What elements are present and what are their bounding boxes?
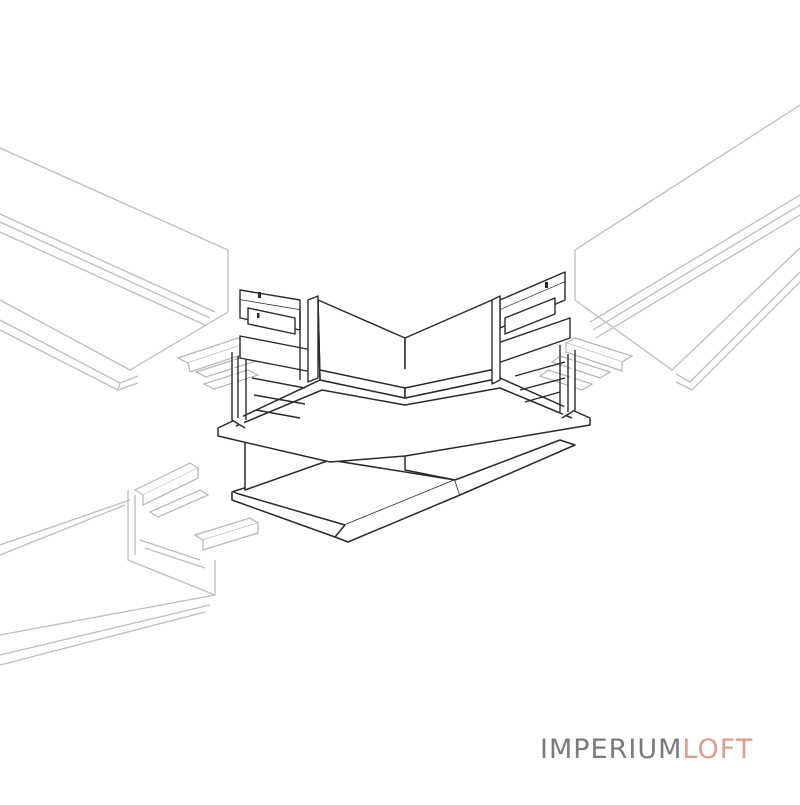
left-track-profile [0, 147, 229, 391]
left-clamp-assembly [231, 289, 319, 429]
brand-watermark: IMPERIUMLOFT [540, 733, 770, 767]
watermark-part2: LOFT [682, 734, 754, 765]
right-track-profile [574, 104, 800, 391]
corner-connector-body [217, 299, 591, 543]
connector-blades-right [538, 337, 634, 391]
bottom-left-track-profile [0, 490, 216, 666]
connector-blades-bottom [133, 462, 260, 551]
right-clamp-assembly [491, 271, 576, 419]
watermark-part1: IMPERIUM [540, 734, 683, 765]
slot-marks [257, 282, 548, 318]
